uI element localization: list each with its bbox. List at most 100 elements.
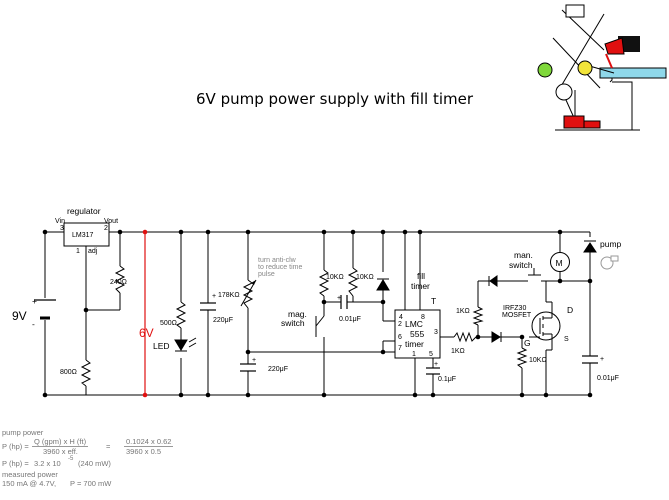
- timer-pin1: 1: [412, 351, 416, 358]
- timer-pin3: 3: [434, 329, 438, 336]
- pot-note-1: turn anti-clw: [258, 257, 297, 264]
- c001b-label: 0.01μF: [597, 375, 619, 382]
- mosfet-type: MOSFET: [502, 312, 532, 319]
- c01-label: 0.1μF: [438, 376, 456, 383]
- formula2-watts: (240 mW): [78, 459, 111, 468]
- c001a-label: 0.01μF: [339, 316, 361, 323]
- resistor-240: [114, 265, 126, 294]
- man-switch-label-1: man.: [514, 250, 533, 260]
- fill-timer-1: fill: [417, 271, 425, 281]
- timer-line3: timer: [405, 339, 424, 349]
- regulator-vin: Vin: [55, 218, 65, 225]
- timer-pin2: 2: [398, 321, 402, 328]
- water-tank-icon: [599, 67, 667, 79]
- battery-plus: +: [32, 296, 37, 306]
- lmc555-chip: [394, 309, 441, 359]
- formula1-numerator: Q (gpm) x H (ft): [32, 437, 89, 447]
- r10k-b-label: 10KΩ: [356, 274, 374, 281]
- fill-timer-2: timer: [411, 281, 430, 291]
- diode-pump: [583, 242, 597, 253]
- mosfet-gate: G: [524, 338, 531, 348]
- mag-switch-label-1: mag.: [288, 309, 307, 319]
- resistor-10k-a: [318, 269, 330, 297]
- resistor-10k-b: [347, 267, 359, 297]
- r240-label: 240Ω: [110, 279, 127, 286]
- r500-label: 500Ω: [160, 320, 177, 327]
- r10k-c-label: 10KΩ: [529, 357, 547, 364]
- motor-symbol: [550, 252, 570, 272]
- battery-minus: -: [32, 319, 35, 329]
- formula2-exponent: -5: [68, 456, 74, 462]
- formula2-lhs: P (hp) =: [2, 459, 29, 468]
- notes-heading: pump power: [2, 428, 44, 437]
- diode-gate: [491, 331, 501, 343]
- timer-pin4: 4: [399, 314, 403, 321]
- resistors: [80, 265, 528, 387]
- lm317-chip: [63, 222, 110, 247]
- power-notes: pump power P (hp) = Q (gpm) x H (ft) 396…: [2, 428, 174, 489]
- formula1-equals: =: [106, 442, 111, 451]
- c001b-plus: +: [600, 356, 604, 363]
- timer-pin8: 8: [421, 314, 425, 321]
- pot-arrowhead: [251, 280, 256, 285]
- resistor-1k-a: [472, 306, 484, 326]
- c220a-plus: +: [212, 293, 216, 300]
- mascot-illustration: [537, 4, 667, 131]
- diode-man-switch: [489, 275, 498, 287]
- pot-note-2: to reduce time: [258, 264, 302, 271]
- resistor-1k-b: [453, 331, 477, 343]
- page-title: 6V pump power supply with fill timer: [196, 90, 474, 108]
- regulator-pin1: 1: [76, 248, 80, 255]
- led-label: LED: [153, 341, 170, 351]
- r800-label: 800Ω: [60, 369, 77, 376]
- formula2-value: 3.2 x 10: [34, 459, 61, 468]
- notes-measured: 150 mA @ 4.7V, P = 700 mW: [2, 479, 111, 489]
- notes-formula-2: P (hp) = 3.2 x 10 -5 (240 mW): [2, 456, 111, 470]
- motor-label: M: [556, 258, 563, 268]
- man-switch-symbol: [528, 268, 541, 276]
- resistor-500: [175, 301, 187, 329]
- r1k-b-label: 1KΩ: [451, 348, 465, 355]
- regulator-pin3: 3: [60, 225, 64, 232]
- regulator-pin2: 2: [104, 225, 108, 232]
- mosfet-internals: [529, 301, 553, 351]
- c220b-plus: +: [252, 357, 256, 364]
- battery-voltage: 9V: [12, 309, 27, 323]
- timer-line1: LMC: [405, 319, 423, 329]
- pump-icon: [600, 255, 619, 270]
- led-light-arrows: [188, 337, 197, 348]
- r10k-a-label: 10KΩ: [326, 274, 344, 281]
- battery-symbol: [34, 299, 56, 320]
- notes-formula-1: P (hp) = Q (gpm) x H (ft) 3960 x eff. = …: [2, 437, 174, 456]
- mosfet-symbol: [531, 311, 561, 341]
- pot-note-3: pulse: [258, 271, 275, 278]
- led-diode: [174, 339, 188, 351]
- timer-line2: 555: [410, 329, 424, 339]
- man-switch-label-2: switch: [509, 260, 533, 270]
- timer-pin6: 6: [398, 334, 402, 341]
- timer-pin7: 7: [398, 345, 402, 352]
- junction-dots: [42, 229, 593, 398]
- output-voltage: 6V: [139, 326, 154, 340]
- pot-label: 178KΩ: [218, 292, 240, 299]
- diodes: [174, 240, 597, 352]
- regulator-vout: Vout: [104, 218, 118, 225]
- measured-power: P = 700 mW: [70, 479, 112, 488]
- r1k-a-label: 1KΩ: [456, 308, 470, 315]
- wires: [44, 231, 591, 396]
- regulator-adj: adj: [88, 248, 98, 255]
- mag-switch-label-2: switch: [281, 318, 305, 328]
- resistor-800: [80, 359, 92, 387]
- formula1-denominator: 3960 x eff.: [43, 447, 78, 456]
- regulator-heading: regulator: [67, 206, 101, 216]
- c01-plus: +: [434, 361, 438, 368]
- capacitor-plates: [200, 295, 598, 375]
- resistor-10k-c: [516, 347, 528, 369]
- mag-switch-symbol: [315, 315, 325, 337]
- pump-label: pump: [600, 239, 622, 249]
- regulator-chip: LM317: [72, 232, 94, 239]
- mosfet-drain: D: [567, 305, 573, 315]
- formula1-lhs: P (hp) =: [2, 442, 29, 451]
